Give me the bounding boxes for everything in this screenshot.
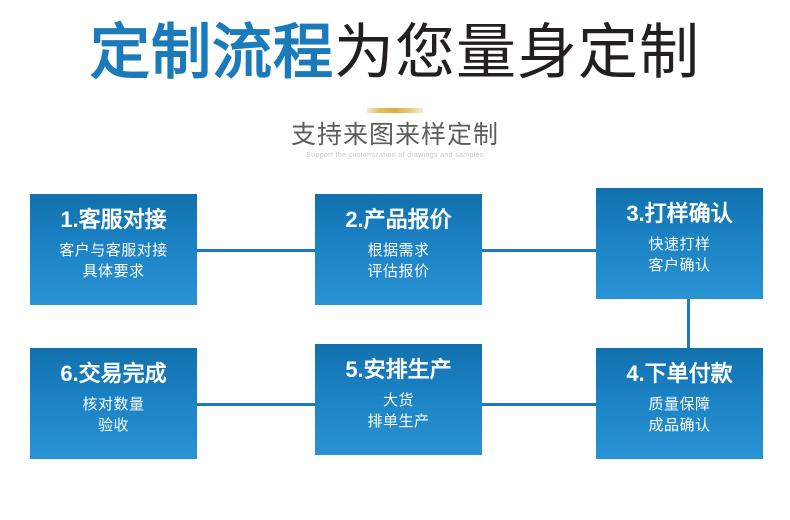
step-desc-4-line2: 成品确认 (648, 417, 711, 435)
step-title-2: 2.产品报价 (345, 207, 452, 232)
step-desc-2-line1: 根据需求 (367, 241, 430, 259)
step-desc-2: 根据需求 评估报价 (315, 240, 482, 284)
connector-step2-step3 (481, 249, 597, 252)
page-header: 定制流程为您量身定制 支持来图来样定制 Support the customiz… (0, 0, 790, 180)
step-desc-5-line2: 排单生产 (367, 413, 430, 431)
step-title-4: 4.下单付款 (626, 361, 733, 386)
step-desc-6-line2: 验收 (97, 417, 129, 435)
subtitle-chinese: 支持来图来样定制 (290, 121, 499, 149)
step-box-2[interactable]: 2.产品报价 根据需求 评估报价 (315, 194, 482, 305)
step-desc-6-line1: 核对数量 (82, 395, 145, 413)
step-title-3: 3.打样确认 (626, 201, 733, 226)
step-desc-1-line1: 客户与客服对接 (59, 241, 168, 259)
step-box-5[interactable]: 5.安排生产 大货 排单生产 (315, 344, 482, 455)
connector-step4-step5 (481, 403, 597, 406)
subtitle-english: Support the customization of drawings an… (306, 152, 484, 159)
step-title-5: 5.安排生产 (345, 357, 452, 382)
page-title: 定制流程为您量身定制 (0, 23, 790, 83)
step-desc-3-line1: 快速打样 (648, 235, 711, 253)
step-desc-5: 大货 排单生产 (315, 390, 482, 434)
step-desc-3: 快速打样 客户确认 (596, 234, 763, 278)
step-desc-4-line1: 质量保障 (648, 395, 711, 413)
step-desc-6: 核对数量 验收 (30, 394, 197, 438)
title-divider (367, 108, 423, 113)
step-desc-2-line2: 评估报价 (367, 263, 430, 281)
page-title-accent: 定制流程 (90, 19, 334, 86)
page-title-plain: 为您量身定制 (334, 19, 700, 86)
connector-step5-step6 (196, 403, 316, 406)
step-desc-1-line2: 具体要求 (82, 263, 145, 281)
step-box-4[interactable]: 4.下单付款 质量保障 成品确认 (596, 348, 763, 459)
step-title-6: 6.交易完成 (60, 361, 167, 386)
step-box-6[interactable]: 6.交易完成 核对数量 验收 (30, 348, 197, 459)
step-box-1[interactable]: 1.客服对接 客户与客服对接 具体要求 (30, 194, 197, 305)
connector-step1-step2 (196, 249, 316, 252)
step-box-3[interactable]: 3.打样确认 快速打样 客户确认 (596, 188, 763, 299)
step-desc-5-line1: 大货 (382, 391, 414, 409)
step-desc-3-line2: 客户确认 (648, 257, 711, 275)
step-title-1: 1.客服对接 (60, 207, 167, 232)
connector-step3-step4 (687, 298, 690, 350)
step-desc-1: 客户与客服对接 具体要求 (30, 240, 197, 284)
step-desc-4: 质量保障 成品确认 (596, 394, 763, 438)
